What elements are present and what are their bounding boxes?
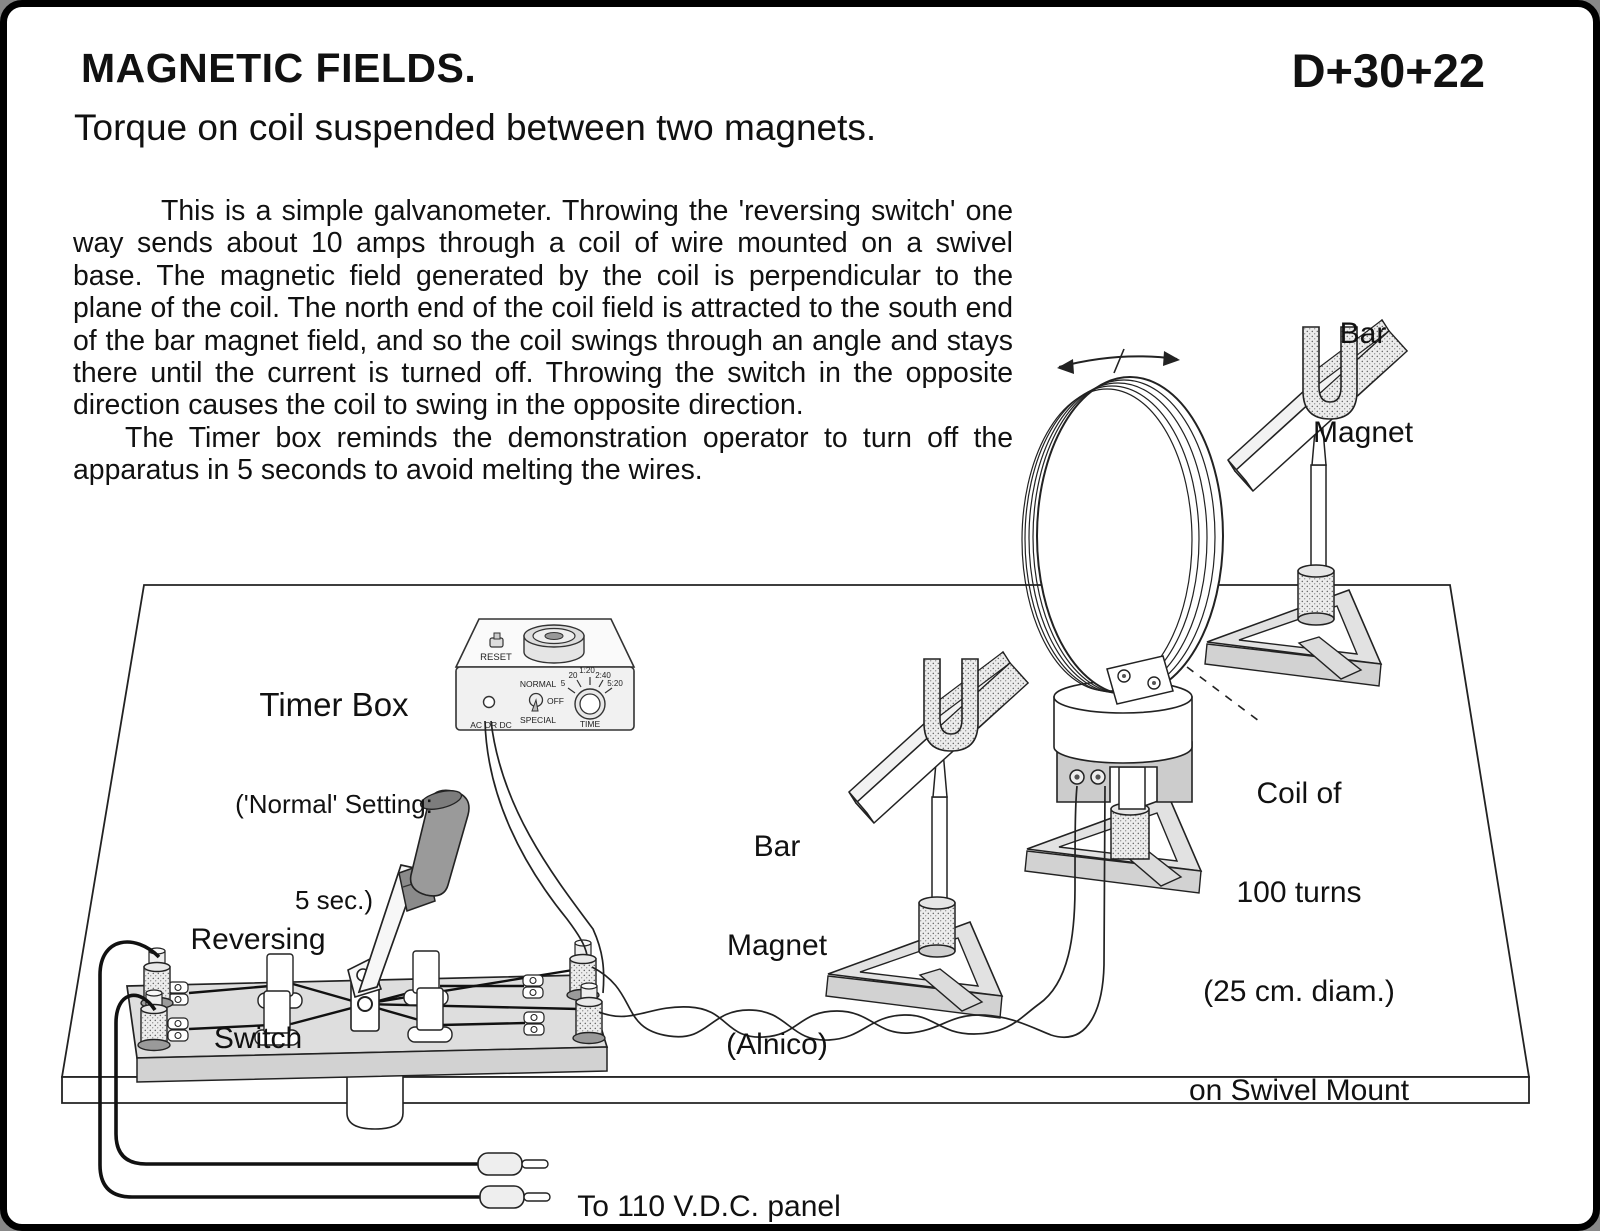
dial-mark-120: 1:20 [579,666,595,675]
dial-mark-5: 5 [561,679,566,688]
time-label: TIME [580,719,601,729]
catalog-code: D+30+22 [1291,44,1485,97]
description-paragraph-2: The Timer box reminds the demonstration … [73,421,1013,487]
description-block: This is a simple galvanometer. Throwing … [73,195,1013,487]
off-label: OFF [547,696,564,706]
panel-label: To 110 V.D.C. panel (Set for 10 amps) [577,1190,841,1223]
timer-box-label-sub1: ('Normal' Setting: [235,789,433,819]
mode-toggle: NORMAL OFF SPECIAL [520,679,564,725]
banana-plugs [477,1152,551,1209]
bar-magnet-right-label: Bar Magnet [1312,317,1414,449]
swivel-mount [1024,680,1202,894]
switch-lever [347,789,470,999]
description-paragraph-1: This is a simple galvanometer. Throwing … [73,195,1013,422]
timer-box-label-title: Timer Box [259,686,409,723]
timer-box-label: Timer Box ('Normal' Setting: 5 sec.) [235,621,433,981]
reversing-switch-label: Reversing Switch [190,923,326,1055]
reset-button: RESET [480,632,512,663]
dial-mark-20: 20 [569,671,578,680]
reversing-switch [126,789,609,1130]
special-label: SPECIAL [520,715,556,725]
page-title: MAGNETIC FIELDS. [81,45,477,91]
dial-mark-520: 5:20 [607,679,623,688]
dial-mark-240: 2:40 [595,671,611,680]
rotation-arrow-icon [1057,348,1180,374]
normal-label: NORMAL [520,679,557,689]
timer-box-label-sub2: 5 sec.) [294,885,374,915]
timer-box: RESET AC OR DC NORMAL OFF SPECIAL [454,618,636,731]
page-subtitle: Torque on coil suspended between two mag… [74,107,877,148]
reset-label: RESET [480,652,512,663]
wires [98,720,1106,1199]
coil [1021,348,1260,722]
coil-label: Coil of 100 turns (25 cm. diam.) on Swiv… [1188,777,1410,1107]
bar-magnet-alnico-label: Bar Magnet (Alnico) [726,830,828,1061]
time-knob: 5 20 1:20 2:40 5:20 TIME [561,666,624,729]
apparatus-diagram: RESET AC OR DC NORMAL OFF SPECIAL [60,7,1531,1209]
